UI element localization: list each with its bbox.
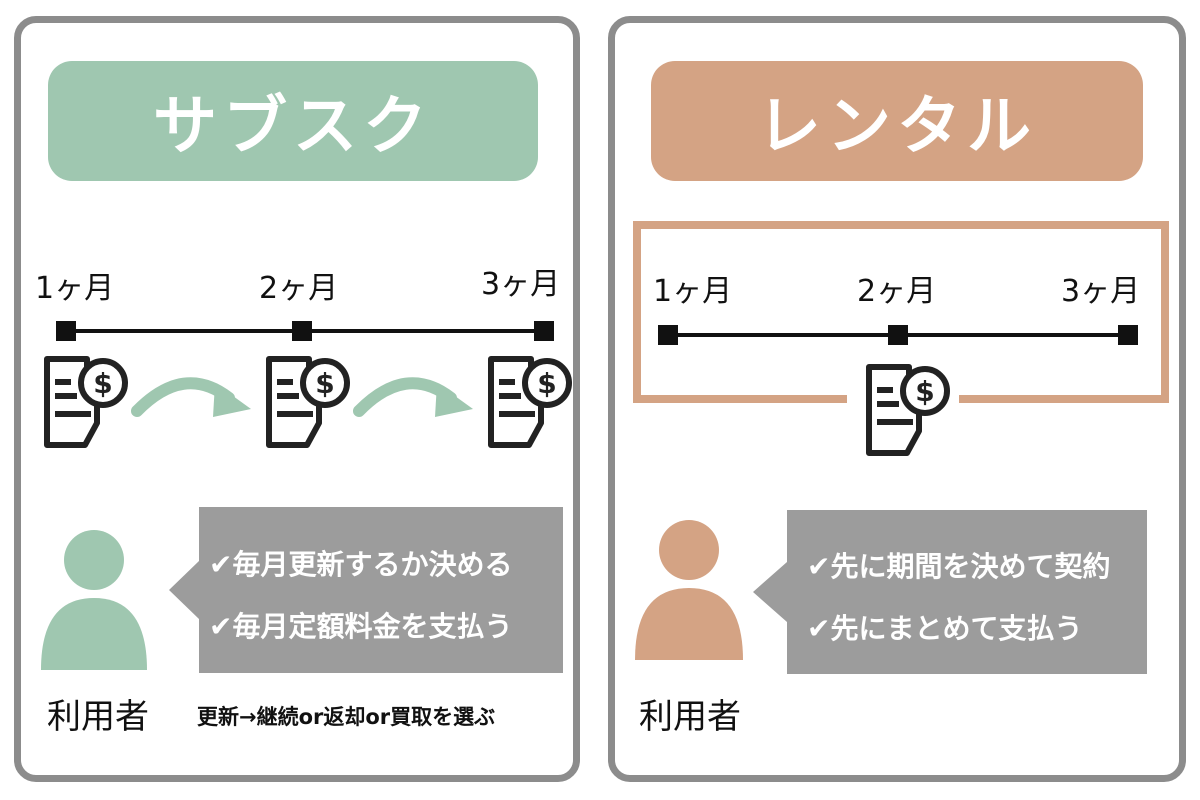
timeline-marker-3 [534,321,554,341]
svg-text:$: $ [537,367,556,400]
rental-panel: レンタル 1ヶ月 2ヶ月 3ヶ月 $ 利用者 ✔先に期間を決めて契約 ✔先にまと… [608,16,1186,782]
svg-text:$: $ [93,367,112,400]
month-label-1: 1ヶ月 [35,271,115,306]
timeline-marker-3 [1118,325,1138,345]
check-item-1: ✔先に期間を決めて契約 [807,550,1111,583]
check-item-1: ✔毎月更新するか決める [209,548,513,581]
rental-title: レンタル [651,61,1143,181]
person-icon [635,520,743,660]
subscription-title: サブスク [48,61,538,181]
contract-period-frame [633,221,1169,403]
user-label: 利用者 [47,697,149,737]
user-label: 利用者 [639,697,741,737]
subscription-panel: サブスク 1ヶ月 2ヶ月 3ヶ月 $ $ $ 利用者 [14,16,580,782]
person-icon [41,530,147,670]
invoice-dollar-icon: $ [266,356,350,448]
month-label-2: 2ヶ月 [259,271,339,306]
month-label-2: 2ヶ月 [857,274,937,309]
timeline-marker-1 [56,321,76,341]
timeline-marker-2 [888,325,908,345]
check-item-2: ✔毎月定額料金を支払う [209,610,513,643]
speech-bubble [169,507,563,673]
timeline-marker-1 [658,325,678,345]
invoice-dollar-icon: $ [44,356,128,448]
month-label-1: 1ヶ月 [653,274,733,309]
timeline-marker-2 [292,321,312,341]
svg-text:$: $ [915,375,934,408]
svg-text:$: $ [315,367,334,400]
invoice-dollar-icon: $ [866,364,950,456]
month-label-3: 3ヶ月 [481,267,561,302]
timeline [658,325,1138,345]
month-label-3: 3ヶ月 [1061,274,1141,309]
renewal-note: 更新→継続or返却or買取を選ぶ [197,705,496,729]
timeline [56,321,554,341]
check-item-2: ✔先にまとめて支払う [807,612,1083,645]
invoice-dollar-icon: $ [488,356,572,448]
curved-arrow-icon [353,377,473,417]
curved-arrow-icon [131,377,251,417]
speech-bubble [753,510,1147,674]
